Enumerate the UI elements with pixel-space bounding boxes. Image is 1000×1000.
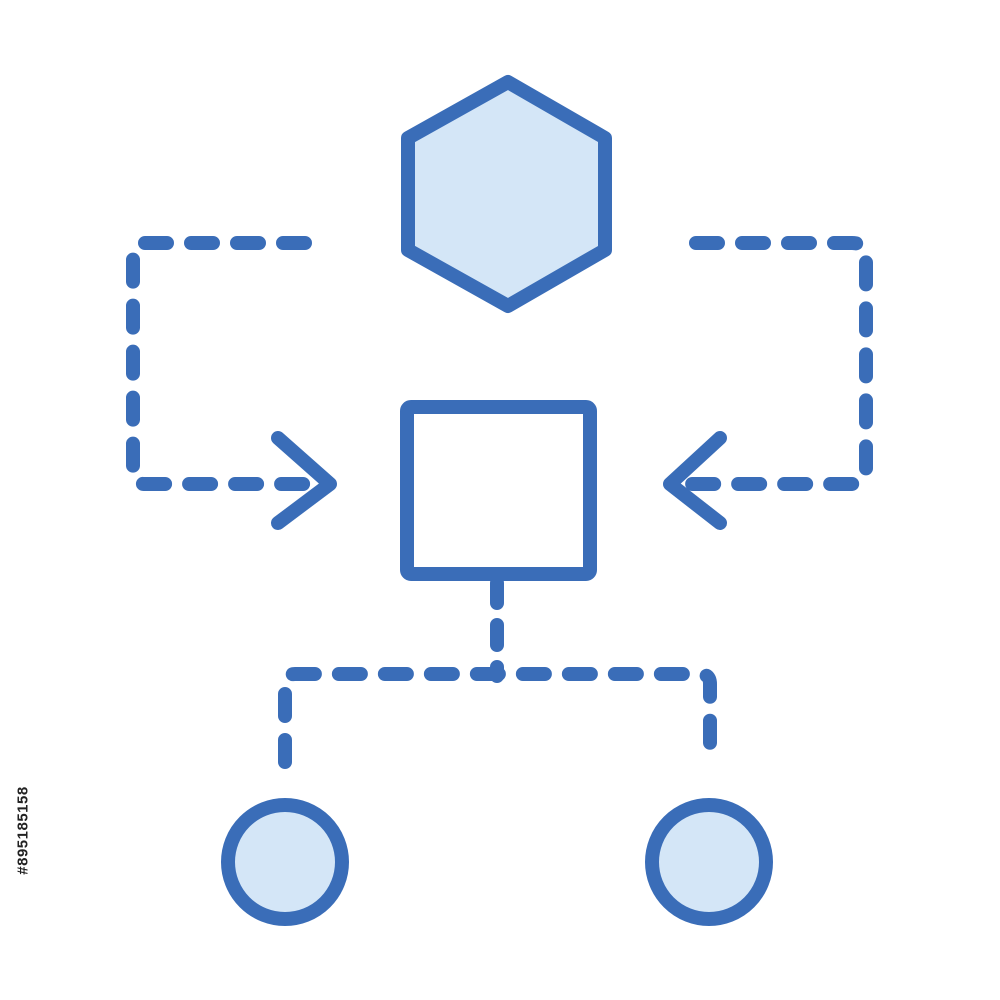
right-dashed-connector (671, 236, 873, 491)
bottom-right-circle-node (645, 798, 773, 926)
square-node (400, 400, 597, 581)
hexagon-node (401, 75, 612, 313)
bottom-left-circle-node (221, 798, 349, 926)
stock-id-text: #895185158 (14, 785, 32, 875)
stock-id-label: #895185158 (8, 760, 38, 900)
right-arrow-head (663, 431, 727, 530)
left-dashed-connector (126, 236, 329, 491)
left-arrow-head (271, 431, 337, 530)
bottom-horizontal-connector (278, 667, 717, 769)
